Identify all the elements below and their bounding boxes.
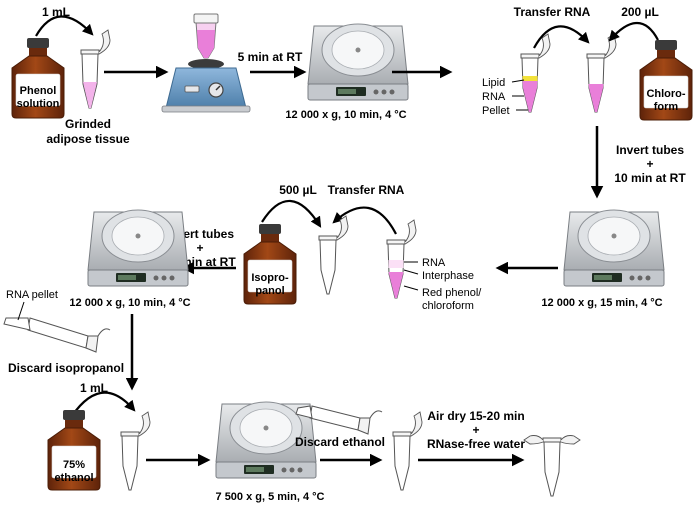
phenol-label-1: Phenol: [20, 85, 57, 97]
chloroform-label-2: form: [654, 101, 679, 113]
arrow-chloroform: [608, 22, 659, 42]
invert1-line3: 10 min at RT: [614, 171, 686, 185]
layer-rna: RNA: [482, 91, 506, 103]
air-dry-line3: RNase-free water: [427, 437, 525, 451]
air-dry-line2: +: [472, 423, 479, 437]
arrow-transfer-rna-2: [332, 206, 397, 235]
drying-tube: [392, 411, 423, 491]
final-tube: [523, 435, 581, 497]
leader-lipid: [511, 79, 525, 83]
isopropanol-label-1: Isopro-: [251, 272, 289, 284]
layer-lipid: Lipid: [482, 77, 505, 89]
layered-tube: [520, 33, 551, 113]
ethanol-volume: 1 mL: [80, 381, 108, 395]
centrifuge3-label: 12 000 x g, 10 min, 4 °C: [69, 297, 190, 309]
invert2-line2: +: [196, 241, 203, 255]
vortex-mixer: [161, 13, 251, 113]
tissue-tube: [80, 29, 111, 109]
discard-ethanol: Discard ethanol: [295, 435, 385, 449]
arrow-phenol-to-tube: [35, 15, 94, 37]
chloroform-volume: 200 µL: [621, 5, 659, 19]
ethanol-label-1: 75%: [63, 459, 85, 471]
phase-red-1: Red phenol/: [422, 287, 482, 299]
centrifuge-3: [87, 209, 189, 287]
centrifuge-1: [307, 23, 409, 101]
ethanol-tube: [120, 411, 151, 491]
chloroform-label-1: Chloro-: [646, 88, 685, 100]
tissue-label-1: Grinded: [65, 117, 111, 131]
phenol-label-2: solution: [17, 98, 60, 110]
isopropanol-label-2: panol: [255, 285, 284, 297]
phase-tube: [386, 219, 417, 299]
arrow-isopropanol: [261, 199, 322, 228]
rna-tube-1: [586, 33, 617, 113]
centrifuge1-label: 12 000 x g, 10 min, 4 °C: [285, 109, 406, 121]
transfer-rna-2: Transfer RNA: [328, 183, 405, 197]
vortex-time: 5 min at RT: [238, 50, 303, 64]
ethanol-label-2: ethanol: [54, 472, 93, 484]
rna-pellet-label: RNA pellet: [6, 289, 58, 301]
phenol-volume: 1 mL: [42, 5, 70, 19]
invert1-line2: +: [646, 157, 653, 171]
arrow-transfer-rna-1: [533, 25, 590, 49]
tissue-label-2: adipose tissue: [46, 132, 130, 146]
leader-interphase: [403, 269, 419, 275]
air-dry-line1: Air dry 15-20 min: [427, 409, 524, 423]
phase-red-2: chloroform: [422, 300, 474, 312]
layer-pellet: Pellet: [482, 105, 510, 117]
leader-red-phenol: [403, 285, 419, 291]
isopropanol-volume: 500 µL: [279, 183, 317, 197]
rna-tube-2: [318, 215, 349, 295]
phase-rna: RNA: [422, 257, 446, 269]
invert1-line1: Invert tubes: [616, 143, 684, 157]
discard-isopropanol: Discard isopropanol: [8, 361, 124, 375]
centrifuge4-label: 7 500 x g, 5 min, 4 °C: [216, 491, 325, 503]
tilted-tube-ethanol: [295, 405, 383, 435]
phase-interphase: Interphase: [422, 270, 474, 282]
centrifuge-2: [563, 209, 665, 287]
tilted-tube-isopropanol: [3, 301, 111, 353]
centrifuge2-label: 12 000 x g, 15 min, 4 °C: [541, 297, 662, 309]
transfer-rna-1: Transfer RNA: [514, 5, 591, 19]
